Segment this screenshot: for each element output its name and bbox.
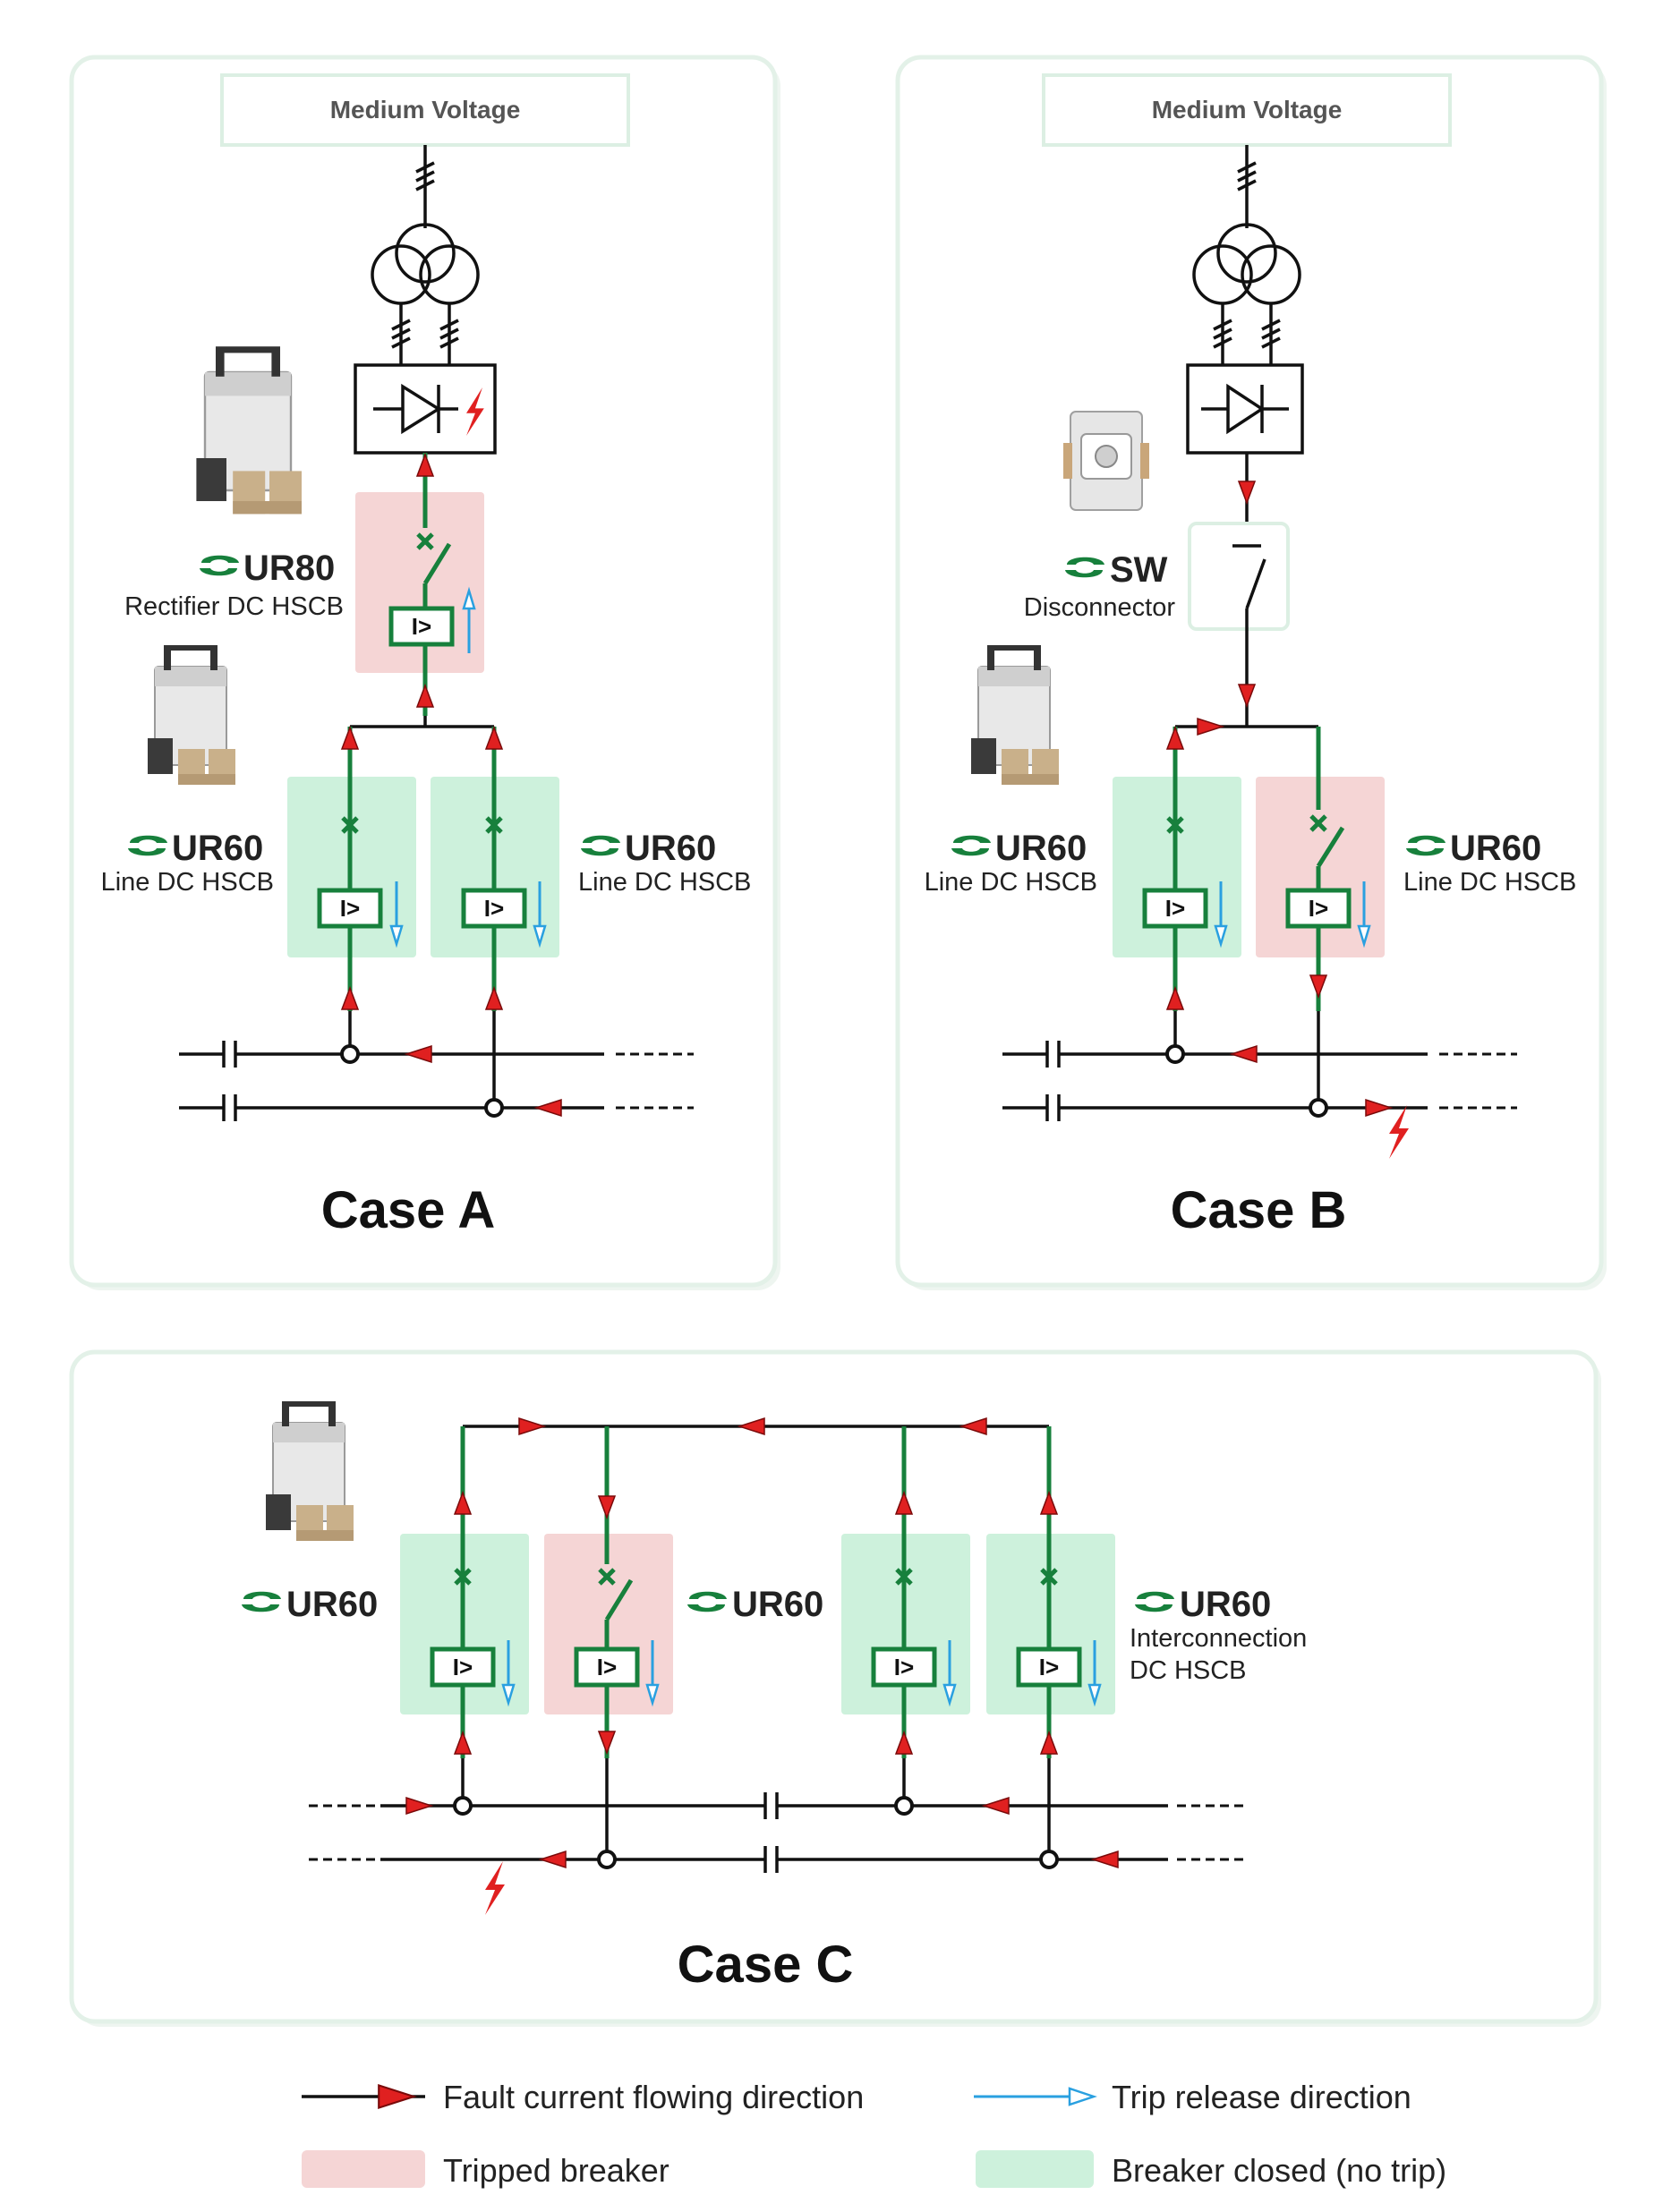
svg-text:Trip release direction: Trip release direction xyxy=(1112,2079,1411,2115)
legend-fault-current: Fault current flowing direction xyxy=(302,2079,864,2115)
case-b-title: Case B xyxy=(1171,1181,1347,1239)
svg-text:Tripped breaker: Tripped breaker xyxy=(443,2152,669,2189)
ur80-product-image xyxy=(195,345,303,515)
case-c-right-model: UR60 xyxy=(1180,1585,1271,1624)
case-a-mv-label: Medium Voltage xyxy=(330,96,521,123)
trip-release-arrow-icon xyxy=(462,586,476,653)
case-b-line-right-model: UR60 xyxy=(1450,829,1541,868)
three-phase-mark-icon xyxy=(1237,161,1257,191)
trip-release-arrow-icon xyxy=(1214,881,1228,949)
svg-text:I>: I> xyxy=(453,1654,473,1680)
case-a-line-left-desc: Line DC HSCB xyxy=(101,868,274,897)
svg-text:Fault current flowing directio: Fault current flowing direction xyxy=(443,2079,864,2115)
case-a-line-right-desc: Line DC HSCB xyxy=(578,868,751,897)
case-b-sw-model: SW xyxy=(1110,550,1168,590)
trip-release-arrow-icon xyxy=(645,1640,660,1707)
ur60-product-image xyxy=(265,1400,354,1542)
three-phase-mark-icon xyxy=(1213,319,1281,349)
case-a-panel: Medium Voltage xyxy=(69,55,780,1290)
svg-text:I>: I> xyxy=(1039,1654,1059,1680)
diode-icon xyxy=(373,383,458,435)
case-b-panel: Medium Voltage xyxy=(895,55,1607,1290)
case-b-line-left-model: UR60 xyxy=(995,829,1087,868)
case-b-line-right-desc: Line DC HSCB xyxy=(1403,868,1576,897)
case-b-disconnector-box xyxy=(1188,522,1290,631)
legend-tripped: Tripped breaker xyxy=(302,2150,669,2189)
case-a-rectifier-relay xyxy=(388,606,455,647)
case-a-title: Case A xyxy=(321,1181,496,1239)
ur60-product-image xyxy=(970,644,1060,786)
legend: Fault current flowing direction Trip rel… xyxy=(302,2079,1446,2189)
case-c-panel: I> I> I> xyxy=(69,1349,1601,2027)
trip-release-arrow-icon xyxy=(501,1640,516,1707)
three-phase-mark-icon xyxy=(415,161,435,191)
case-c-title: Case C xyxy=(678,1936,854,1994)
case-b-line-left-desc: Line DC HSCB xyxy=(925,868,1097,897)
case-a-line-right-model: UR60 xyxy=(625,829,716,868)
trip-release-arrow-icon xyxy=(942,1640,957,1707)
case-b-sw-desc: Disconnector xyxy=(1024,593,1176,622)
trip-release-arrow-icon xyxy=(1357,881,1371,949)
svg-text:I>: I> xyxy=(894,1654,914,1680)
svg-text:I>: I> xyxy=(1309,895,1328,922)
ur60-product-image xyxy=(147,644,236,786)
sw-product-image xyxy=(1063,411,1149,511)
svg-text:I>: I> xyxy=(484,895,504,922)
case-a-ur80-model: UR80 xyxy=(243,549,335,588)
trip-release-arrow-icon xyxy=(389,881,404,949)
case-a-mv-box xyxy=(220,73,630,147)
case-a-ur80-desc: Rectifier DC HSCB xyxy=(124,592,344,621)
case-c-middle-model: UR60 xyxy=(732,1585,823,1624)
case-c-right-desc-2: DC HSCB xyxy=(1130,1656,1247,1685)
legend-closed: Breaker closed (no trip) xyxy=(976,2150,1446,2189)
svg-text:I>: I> xyxy=(597,1654,617,1680)
case-c-right-desc-1: Interconnection xyxy=(1130,1624,1307,1653)
svg-text:Breaker closed (no trip): Breaker closed (no trip) xyxy=(1112,2152,1446,2189)
case-b-mv-label: Medium Voltage xyxy=(1152,96,1343,123)
svg-text:I>: I> xyxy=(1165,895,1185,922)
legend-trip-release: Trip release direction xyxy=(974,2079,1411,2115)
case-a-line-left-model: UR60 xyxy=(172,829,263,868)
diode-icon xyxy=(1201,383,1289,435)
case-b-mv-box xyxy=(1042,73,1452,147)
svg-text:I>: I> xyxy=(412,613,431,640)
svg-text:I>: I> xyxy=(340,895,360,922)
three-phase-mark-icon xyxy=(391,319,459,349)
case-c-left-model: UR60 xyxy=(286,1585,378,1624)
trip-release-arrow-icon xyxy=(1087,1640,1102,1707)
trip-release-arrow-icon xyxy=(533,881,547,949)
